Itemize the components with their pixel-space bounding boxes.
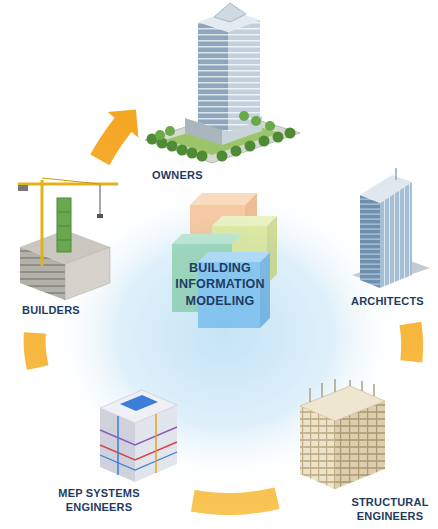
crane-counterweight: [18, 185, 28, 191]
roof-unit: [120, 395, 158, 411]
cycle-band: [193, 498, 277, 504]
cube-face: [212, 216, 277, 226]
tower-face: [198, 22, 228, 132]
building-top: [100, 390, 177, 423]
building-face: [65, 247, 110, 300]
tree: [187, 148, 198, 159]
tower-roof: [360, 175, 412, 203]
tree: [217, 151, 228, 162]
cycle-arrow-segment: [100, 109, 139, 159]
stakeholder-label: MEP SYSTEMS ENGINEERS: [45, 486, 153, 515]
cube-face: [198, 252, 270, 262]
tree: [167, 141, 178, 152]
stakeholder-label: OWNERS: [152, 168, 222, 182]
tower-face: [360, 195, 380, 288]
core-line: [57, 240, 71, 241]
stakeholder-node: BUILDERS: [8, 172, 126, 320]
stakeholder-node: ARCHITECTS: [345, 165, 435, 311]
cycle-band: [100, 122, 126, 160]
stakeholder-node: OWNERS: [140, 2, 308, 185]
stakeholder-node: STRUCTURAL ENGINEERS: [290, 374, 435, 527]
frame-top: [300, 386, 385, 421]
rebar-bar: [361, 381, 362, 391]
crane-cable: [100, 185, 101, 214]
tree: [245, 141, 256, 152]
rebar-bar: [309, 388, 310, 402]
arrowhead: [108, 109, 139, 137]
rebar-bar: [321, 383, 322, 397]
riser-line: [155, 414, 157, 473]
tree: [155, 130, 165, 140]
stakeholder-label: BUILDERS: [22, 303, 102, 317]
tower-face: [228, 20, 260, 132]
tree: [273, 132, 284, 143]
crane-jib: [18, 183, 118, 186]
tree: [259, 136, 270, 147]
tree: [231, 146, 242, 157]
tree: [285, 128, 296, 139]
bim-cubes: [172, 193, 277, 328]
rebar-bar: [334, 379, 335, 392]
crane-hook: [97, 214, 103, 218]
cycle-arrow-segment: [193, 498, 277, 504]
tree-row: [147, 111, 296, 162]
tree: [265, 121, 275, 131]
cycle-band: [35, 333, 38, 368]
crane-mast: [41, 180, 44, 266]
tower-spire: [395, 168, 397, 180]
elevator-core: [57, 198, 71, 252]
tower-crown: [214, 3, 246, 22]
core-line: [57, 226, 71, 227]
rebar: [310, 379, 374, 402]
stakeholder-label: ARCHITECTS: [351, 294, 431, 308]
crane-tie: [42, 178, 100, 184]
tree: [251, 116, 261, 126]
cycle-arrow-segment: [35, 333, 38, 368]
stakeholder-label: STRUCTURAL ENGINEERS: [348, 495, 432, 524]
tree: [239, 111, 249, 121]
riser-line: [117, 416, 119, 475]
tree: [177, 145, 188, 156]
core-title: BUILDING INFORMATION MODELING: [167, 260, 273, 309]
rebar-bar: [349, 380, 350, 386]
rebar-bar: [373, 384, 374, 396]
tree: [165, 126, 175, 136]
core-line: [57, 212, 71, 213]
cube-face: [172, 234, 242, 244]
pipe-line: [100, 452, 177, 470]
cycle-arrow-segment: [410, 324, 412, 362]
bim-core-node: BUILDING INFORMATION MODELING: [162, 188, 278, 312]
stakeholder-node: MEP SYSTEMS ENGINEERS: [45, 380, 180, 518]
duct-line: [100, 427, 177, 445]
tree: [197, 151, 208, 162]
center-glow: [45, 180, 405, 490]
cycle-band: [410, 324, 412, 362]
